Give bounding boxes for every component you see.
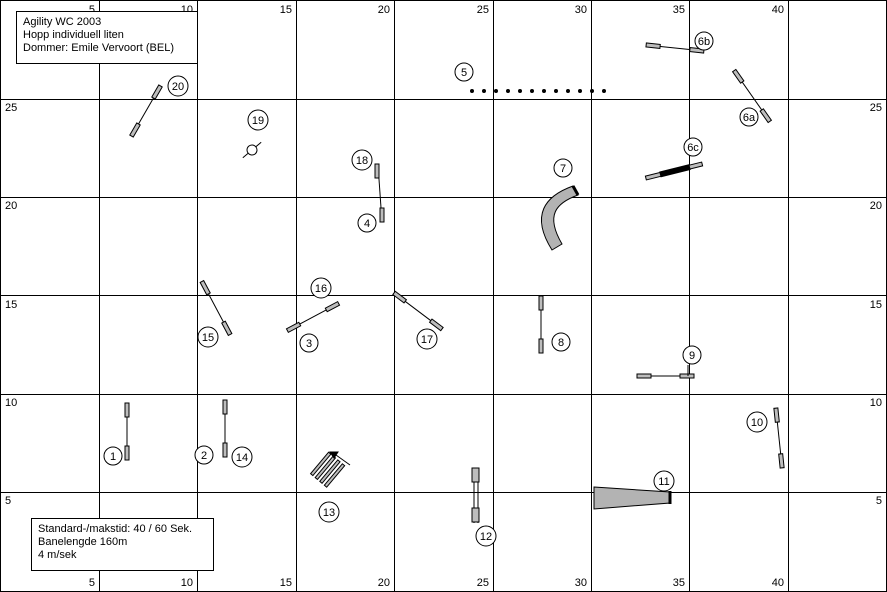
number-marker-1: 1	[103, 446, 123, 466]
jump-obstacle-2	[222, 399, 228, 458]
number-marker-16-label: 16	[315, 283, 327, 295]
right-label: 5	[876, 495, 882, 507]
bottom-label: 25	[477, 577, 489, 589]
number-marker-8: 8	[551, 332, 571, 352]
number-marker-1-label: 1	[110, 451, 116, 463]
jump-obstacle-3	[285, 300, 341, 334]
event-title: Agility WC 2003	[23, 16, 102, 28]
jump-obstacle-4	[374, 163, 385, 223]
number-marker-6b-label: 6b	[698, 36, 710, 48]
bottom-label: 5	[89, 577, 95, 589]
tunnel-obstacle-7	[541, 185, 579, 251]
number-marker-15-label: 15	[202, 332, 214, 344]
jump-obstacle-8	[538, 295, 544, 354]
number-marker-2: 2	[194, 445, 214, 465]
bottom-label: 35	[673, 577, 685, 589]
bottom-label: 20	[378, 577, 390, 589]
jump-obstacle-20	[129, 84, 163, 138]
number-marker-14: 14	[231, 446, 253, 468]
number-marker-11: 11	[653, 470, 675, 492]
tunnel-7-entry	[571, 185, 580, 196]
right-label: 25	[870, 102, 882, 114]
number-marker-6b: 6b	[694, 31, 714, 51]
course-info-footer: Standard-/makstid: 40 / 60 Sek. Baneleng…	[31, 518, 214, 571]
number-marker-6a-label: 6a	[743, 112, 756, 124]
number-marker-13-label: 13	[323, 507, 335, 519]
weave-poles-5	[470, 89, 606, 93]
number-marker-3-label: 3	[306, 338, 312, 350]
long-jump-obstacle-9	[636, 365, 695, 379]
top-label: 15	[280, 4, 292, 16]
number-marker-4: 4	[357, 213, 377, 233]
number-marker-19-label: 19	[252, 115, 264, 127]
judge-name: Dommer: Emile Vervoort (BEL)	[23, 42, 174, 54]
jump-obstacle-17	[392, 290, 444, 332]
number-marker-20: 20	[167, 75, 189, 97]
top-label: 5	[89, 4, 95, 16]
number-marker-18: 18	[351, 149, 373, 171]
double-jump-obstacle-12	[471, 467, 480, 523]
number-marker-5: 5	[454, 62, 474, 82]
number-marker-19: 19	[247, 109, 269, 131]
number-marker-18-label: 18	[356, 155, 368, 167]
top-label: 25	[477, 4, 489, 16]
jump-obstacle-10	[773, 407, 785, 469]
number-marker-3: 3	[299, 333, 319, 353]
number-marker-6a: 6a	[739, 107, 759, 127]
number-marker-10: 10	[746, 411, 768, 433]
left-label: 10	[5, 397, 17, 409]
direction-arrow-line	[335, 454, 351, 466]
number-marker-10-label: 10	[751, 417, 763, 429]
course-length: Banelengde 160m	[38, 536, 128, 548]
jump-obstacle-1	[124, 402, 130, 461]
number-marker-8-label: 8	[558, 337, 564, 349]
number-marker-11-label: 11	[658, 476, 669, 488]
course-info-header: Agility WC 2003 Hopp individuell liten D…	[16, 11, 198, 64]
left-label: 20	[5, 200, 17, 212]
wall-obstacle-6c	[644, 161, 704, 181]
number-marker-2-label: 2	[201, 450, 207, 462]
number-marker-15: 15	[197, 326, 219, 348]
bottom-label: 15	[280, 577, 292, 589]
number-marker-7-label: 7	[560, 163, 566, 175]
standard-time: Standard-/makstid: 40 / 60 Sek.	[38, 523, 193, 535]
top-label: 20	[378, 4, 390, 16]
number-marker-9: 9	[682, 345, 702, 365]
number-marker-6c: 6c	[683, 137, 703, 157]
number-marker-5-label: 5	[461, 67, 467, 79]
right-label: 15	[870, 299, 882, 311]
number-marker-12-label: 12	[480, 531, 492, 543]
number-marker-14-label: 14	[236, 452, 248, 464]
number-marker-16: 16	[310, 277, 332, 299]
right-label: 10	[870, 397, 882, 409]
number-marker-17: 17	[416, 328, 438, 350]
top-label: 35	[673, 4, 685, 16]
number-marker-6c-label: 6c	[687, 142, 699, 154]
left-label: 25	[5, 102, 17, 114]
left-label: 5	[5, 495, 11, 507]
number-marker-13: 13	[318, 501, 340, 523]
bottom-label: 30	[575, 577, 587, 589]
jump-obstacle-6b	[645, 42, 705, 54]
bottom-label: 10	[181, 577, 193, 589]
class-name: Hopp individuell liten	[23, 29, 124, 41]
number-marker-9-label: 9	[689, 350, 695, 362]
number-marker-12: 12	[475, 525, 497, 547]
bottom-label: 40	[772, 577, 784, 589]
jump-obstacle-15	[199, 279, 233, 337]
number-marker-7: 7	[553, 158, 573, 178]
tyre-obstacle-19	[242, 141, 262, 159]
number-marker-17-label: 17	[421, 334, 433, 346]
top-label: 30	[575, 4, 587, 16]
number-marker-20-label: 20	[172, 81, 184, 93]
course-speed: 4 m/sek	[38, 549, 77, 561]
left-label: 15	[5, 299, 17, 311]
number-marker-4-label: 4	[364, 218, 370, 230]
top-label: 40	[772, 4, 784, 16]
jump-obstacle-6a	[731, 68, 773, 124]
right-label: 20	[870, 200, 882, 212]
